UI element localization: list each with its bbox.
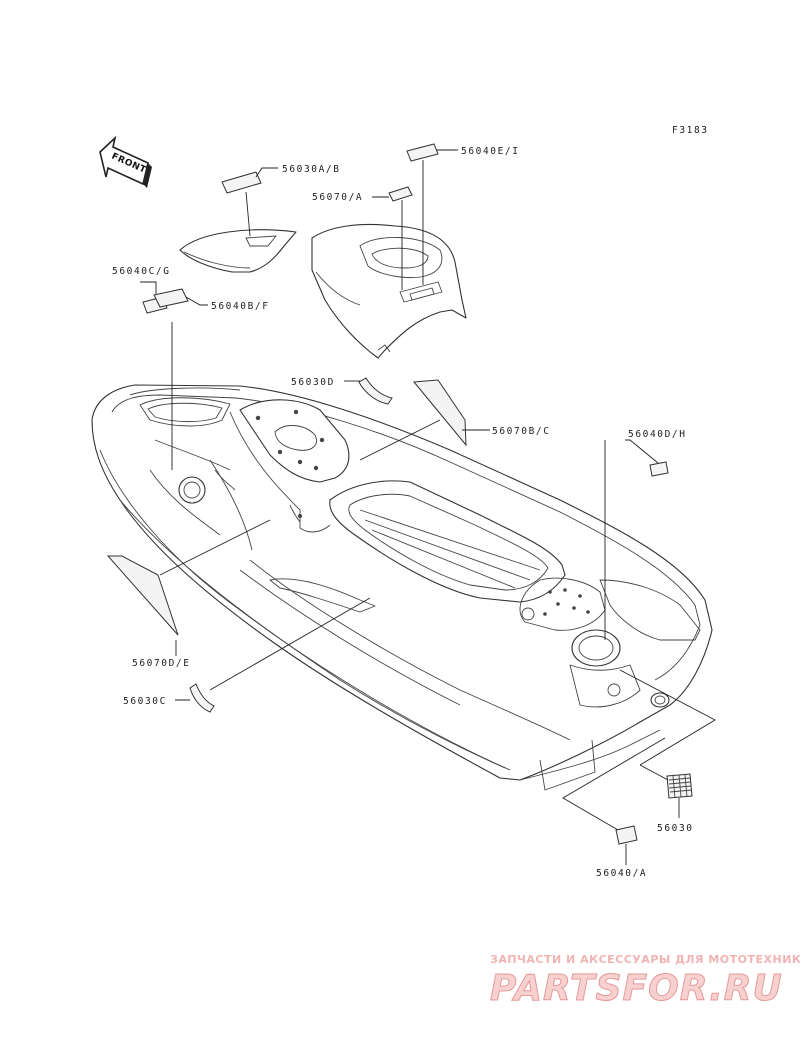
front-arrow-icon: FRONT (99, 135, 152, 188)
decal-56070de (106, 555, 179, 636)
seat-pad (179, 229, 297, 273)
decal-56040a (615, 825, 638, 845)
decal-56030d (358, 377, 393, 405)
decal-56070bc (413, 379, 467, 447)
label-56040ei: 56040E/I (461, 146, 520, 157)
decal-56040dh (649, 461, 669, 477)
label-56030: 56030 (657, 823, 694, 834)
label-56070de: 56070D/E (132, 658, 191, 669)
decal-56030 (666, 773, 693, 799)
label-56040bf: 56040B/F (211, 301, 270, 312)
decal-56040ei (406, 143, 439, 162)
decal-56030ab (221, 171, 262, 194)
decal-56040bf (153, 288, 189, 308)
decals: 56030A/B 56040E/I 56070/A 56040C/G 56040… (106, 143, 716, 879)
figure-code: F3183 (672, 125, 709, 136)
watermark-tagline: ЗАПЧАСТИ И АКСЕССУАРЫ ДЛЯ МОТОТЕХНИКИ (490, 953, 800, 966)
label-56040a: 56040/A (596, 868, 647, 879)
label-56030d: 56030D (291, 377, 335, 388)
label-56070bc: 56070B/C (492, 426, 551, 437)
decal-56030c (189, 683, 215, 713)
label-56040dh: 56040D/H (628, 429, 687, 440)
label-56040cg: 56040C/G (112, 266, 171, 277)
watermark: ЗАПЧАСТИ И АКСЕССУАРЫ ДЛЯ МОТОТЕХНИКИ PA… (490, 953, 800, 1010)
label-56030c: 56030C (123, 696, 167, 707)
hull (91, 384, 713, 791)
hatch-cover (311, 224, 467, 359)
label-56070a: 56070/A (312, 192, 363, 203)
watermark-brand: PARTSFOR.RU (490, 968, 783, 1009)
label-56030ab: 56030A/B (282, 164, 341, 175)
decal-56070a (388, 186, 413, 202)
